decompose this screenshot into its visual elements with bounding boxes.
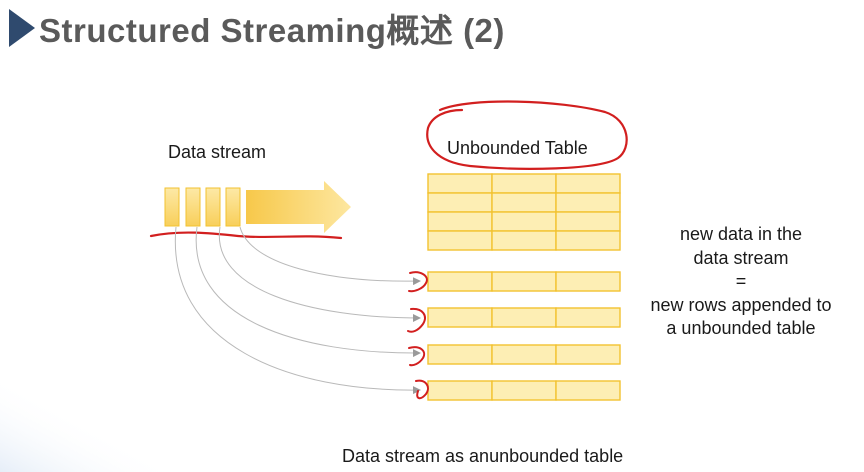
table-label-circle-annotation [426,100,628,170]
stream-block [164,187,180,227]
title-marker-icon [9,9,35,47]
appended-row [427,344,621,365]
data-stream-label: Data stream [168,142,267,162]
slide-title: Structured Streaming概述 (2) [39,12,505,49]
note-line: = [735,271,747,291]
stream-block [185,187,201,227]
append-arrows [174,226,421,395]
note-line: new rows appended to [650,294,832,315]
unbounded-table-label: Unbounded Table [447,138,588,158]
stream-arrow-icon [246,181,351,233]
note-line: new data in the [679,224,803,244]
unbounded-table [427,173,621,251]
row-annotation [408,271,428,293]
stream-block [205,187,221,227]
appended-row [427,380,621,401]
append-arrow [195,226,421,358]
equivalence-note: new data in the data stream = new rows a… [630,223,852,341]
stream-blocks [164,187,241,227]
stream-underline-annotation [149,231,343,240]
row-annotation [415,379,429,400]
row-check-annotations [407,271,429,400]
note-line: a unbounded table [666,318,816,338]
stream-block [225,187,241,227]
appended-row [427,307,621,328]
append-arrow [218,226,421,322]
diagram-caption: Data stream as anunbounded table [342,446,624,466]
append-arrow [239,226,421,286]
row-annotation [408,346,426,367]
note-line: data stream [693,247,789,268]
row-annotation [407,307,426,333]
append-arrow [174,226,421,395]
appended-row [427,271,621,292]
